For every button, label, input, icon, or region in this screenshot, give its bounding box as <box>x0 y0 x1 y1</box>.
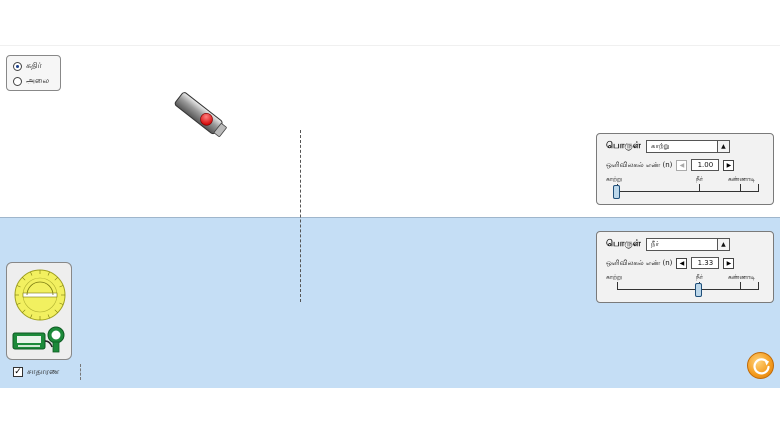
bottom-material-select[interactable]: நீர் ▲ <box>645 238 730 251</box>
bottom-tick-glass: கண்ணாடி <box>728 274 756 281</box>
wave-mode-option[interactable]: அலை <box>13 76 49 86</box>
slider-tick <box>617 282 618 290</box>
bottom-index-value[interactable]: 1.33 <box>691 257 720 269</box>
reset-icon <box>753 358 770 375</box>
protractor-icon[interactable] <box>13 268 67 322</box>
view-mode-panel: கதிர் அலை <box>6 55 61 91</box>
normal-checkbox[interactable]: ✓ <box>13 367 23 377</box>
slider-tick <box>758 282 759 290</box>
wave-radio[interactable] <box>13 76 22 86</box>
bottom-index-decrement-button[interactable]: ◀ <box>676 257 688 269</box>
laser-pointer-icon[interactable] <box>172 89 230 140</box>
normal-toggle[interactable]: ✓ சாதாரண <box>13 367 59 377</box>
bottom-index-label: ஒளிவிலகல் எண் (n) <box>606 258 673 267</box>
top-index-increment-button[interactable]: ▶ <box>723 159 735 171</box>
top-index-slider-thumb[interactable] <box>613 185 620 199</box>
top-tick-water: நீர் <box>696 176 703 183</box>
bottom-medium-panel: பொருள் நீர் ▲ ஒளிவிலகல் எண் (n) ◀ 1.33 ▶… <box>596 231 774 303</box>
laser-button-icon[interactable] <box>198 111 215 128</box>
top-index-decrement-button[interactable]: ◀ <box>676 159 688 171</box>
slider-tick <box>699 184 700 192</box>
top-tick-glass: கண்ணாடி <box>728 176 756 183</box>
bottom-tick-water: நீர் <box>696 274 703 281</box>
ray-radio[interactable] <box>13 61 22 71</box>
top-tick-air: காற்று <box>606 176 623 183</box>
bottom-bar <box>0 388 780 430</box>
wave-label: அலை <box>26 76 50 85</box>
top-index-slider-track[interactable] <box>617 191 759 192</box>
top-material-value: காற்று <box>650 142 670 150</box>
top-bar <box>0 0 780 46</box>
top-medium-title: பொருள் <box>606 141 641 151</box>
top-index-label: ஒளிவிலகல் எண் (n) <box>606 160 673 169</box>
slider-tick <box>740 282 741 290</box>
chevron-down-icon[interactable]: ▲ <box>716 239 729 250</box>
reset-button[interactable] <box>747 352 774 379</box>
intensity-meter-icon[interactable] <box>12 325 68 355</box>
top-medium-panel: பொருள் காற்று ▲ ஒளிவிலகல் எண் (n) ◀ 1.00… <box>596 133 774 205</box>
bottom-index-slider-track[interactable] <box>617 289 759 290</box>
divider <box>80 364 81 380</box>
slider-tick <box>740 184 741 192</box>
bottom-index-slider-thumb[interactable] <box>695 283 703 297</box>
top-slider-labels: காற்று நீர் கண்ணாடி <box>606 176 758 184</box>
ray-label: கதிர் <box>26 61 42 70</box>
top-index-value[interactable]: 1.00 <box>691 159 720 171</box>
normal-label: சாதாரண <box>27 367 60 376</box>
chevron-down-icon[interactable]: ▲ <box>716 141 729 152</box>
bottom-medium-title: பொருள் <box>606 239 641 249</box>
bottom-tick-air: காற்று <box>606 274 623 281</box>
toolbox-panel <box>6 262 72 360</box>
bottom-slider-labels: காற்று நீர் கண்ணாடி <box>606 274 758 282</box>
top-material-select[interactable]: காற்று ▲ <box>645 140 730 153</box>
bottom-material-value: நீர் <box>650 240 660 248</box>
slider-tick <box>758 184 759 192</box>
normal-line <box>300 130 301 302</box>
bottom-index-increment-button[interactable]: ▶ <box>723 257 735 269</box>
ray-mode-option[interactable]: கதிர் <box>13 61 42 71</box>
